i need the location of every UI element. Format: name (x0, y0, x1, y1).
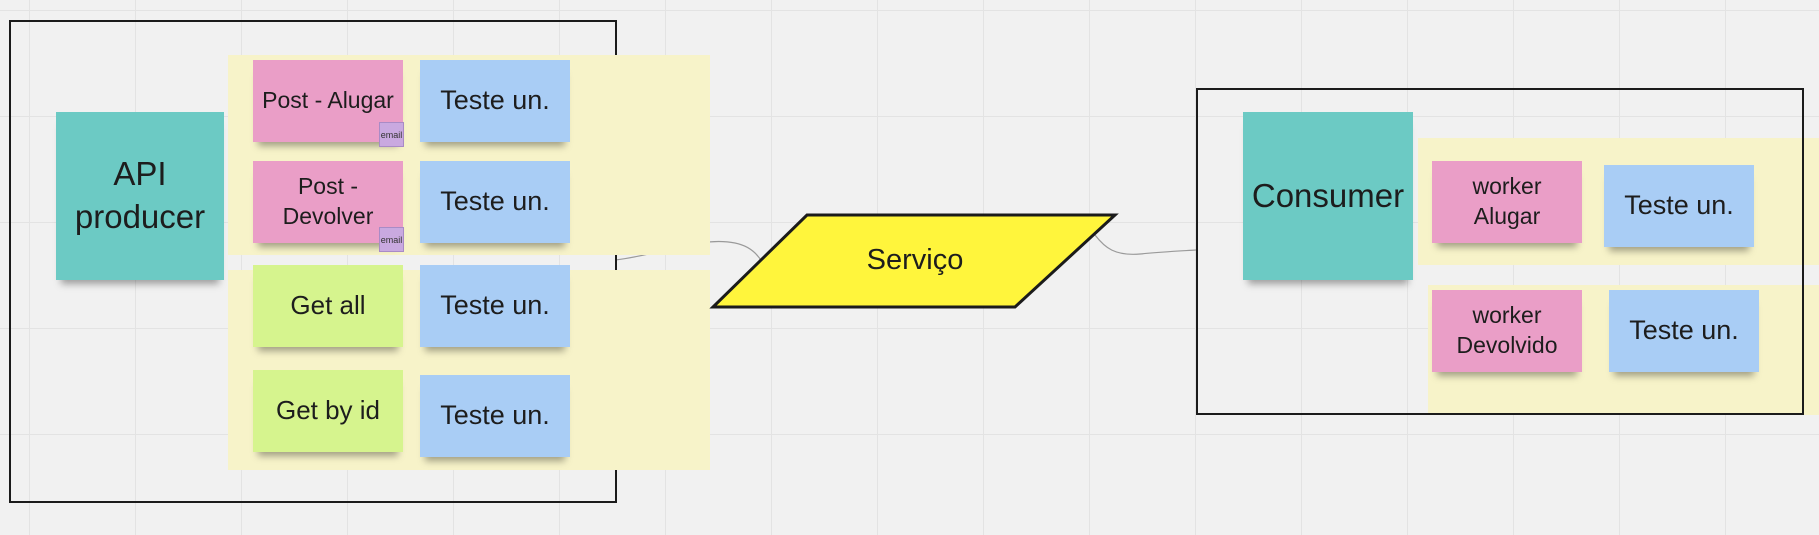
consumer-label: Consumer (1251, 176, 1405, 214)
worker-devolvido-test-label: Teste un. (1629, 315, 1739, 346)
post-devolver-test-label: Teste un. (440, 186, 550, 217)
worker-devolvido-test-note[interactable]: Teste un. (1609, 290, 1759, 372)
api-producer-label: API producer (74, 155, 206, 235)
post-alugar-test-label: Teste un. (440, 85, 550, 116)
worker-alugar-test-note[interactable]: Teste un. (1604, 165, 1754, 247)
get-by-id-note[interactable]: Get by id (253, 370, 403, 452)
worker-devolvido-label: worker Devolvido (1456, 302, 1558, 358)
get-all-test-note[interactable]: Teste un. (420, 265, 570, 347)
email-tag-label: email (380, 129, 403, 140)
get-all-note[interactable]: Get all (253, 265, 403, 347)
servico-shape[interactable] (709, 212, 1120, 312)
servico-label: Serviço (866, 243, 964, 276)
consumer-frame[interactable] (1196, 88, 1804, 415)
post-alugar-label: Post - Alugar (262, 87, 394, 114)
api-producer-note[interactable]: API producer (56, 112, 224, 280)
post-alugar-note[interactable]: Post - Alugar (253, 60, 403, 142)
get-by-id-test-label: Teste un. (440, 400, 550, 431)
worker-alugar-note[interactable]: worker Alugar (1432, 161, 1582, 243)
post-alugar-test-note[interactable]: Teste un. (420, 60, 570, 142)
worker-alugar-label: worker Alugar (1472, 173, 1542, 229)
get-all-label: Get all (290, 290, 366, 321)
producer-frame[interactable] (9, 20, 617, 503)
post-devolver-note[interactable]: Post - Devolver (253, 161, 403, 243)
email-tag-label: email (380, 234, 403, 245)
post-devolver-label: Post - Devolver (282, 173, 374, 229)
email-tag[interactable]: email (379, 227, 404, 252)
get-by-id-label: Get by id (275, 395, 381, 426)
consumer-note[interactable]: Consumer (1243, 112, 1413, 280)
get-all-test-label: Teste un. (440, 290, 550, 321)
get-by-id-test-note[interactable]: Teste un. (420, 375, 570, 457)
post-devolver-test-note[interactable]: Teste un. (420, 161, 570, 243)
email-tag[interactable]: email (379, 122, 404, 147)
connector-service-to-consumer[interactable] (1094, 234, 1197, 255)
worker-alugar-test-label: Teste un. (1624, 190, 1734, 221)
worker-devolvido-note[interactable]: worker Devolvido (1432, 290, 1582, 372)
